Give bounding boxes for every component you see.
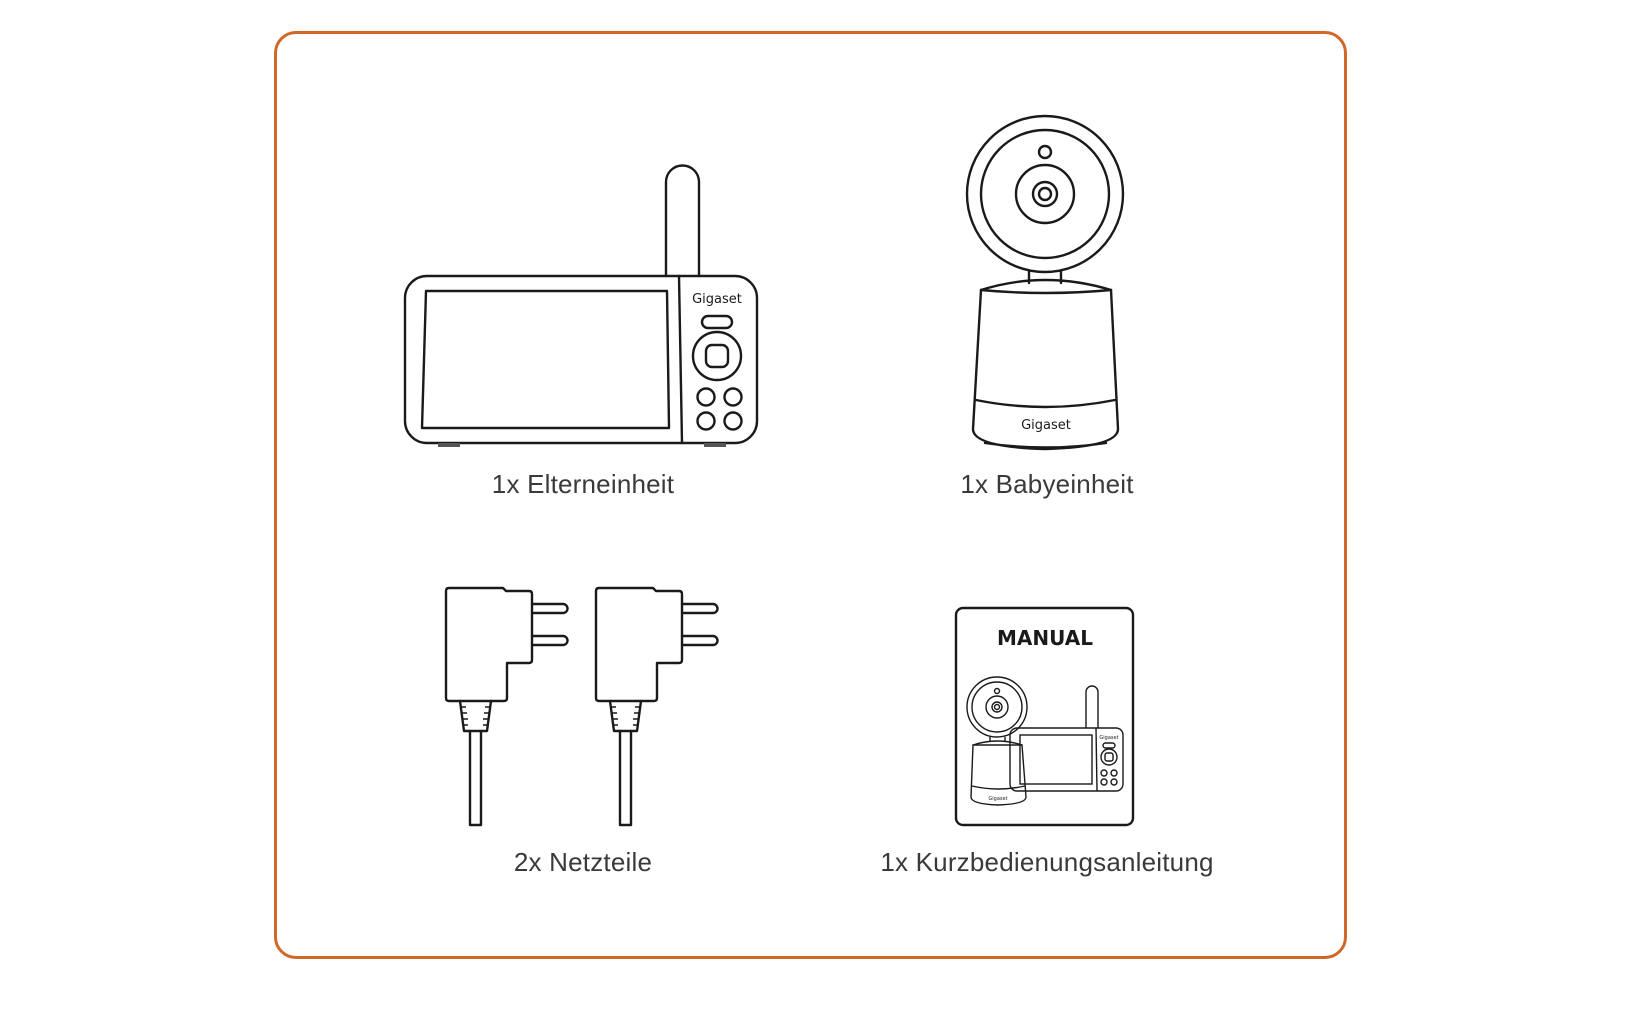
svg-text:Gigaset: Gigaset bbox=[988, 796, 1007, 802]
svg-text:Gigaset: Gigaset bbox=[1021, 418, 1071, 433]
power-adapters-label: 2x Netzteile bbox=[513, 847, 653, 877]
svg-text:MANUAL: MANUAL bbox=[997, 626, 1093, 650]
parent-unit-label: 1x Elterneinheit bbox=[491, 469, 675, 499]
quick-guide-label: 1x Kurzbedienungsanleitung bbox=[880, 847, 1214, 877]
svg-text:Gigaset: Gigaset bbox=[1099, 735, 1118, 741]
svg-text:Gigaset: Gigaset bbox=[692, 292, 742, 307]
baby-unit-label: 1x Babyeinheit bbox=[960, 469, 1134, 499]
package-contents-frame bbox=[274, 31, 1347, 959]
